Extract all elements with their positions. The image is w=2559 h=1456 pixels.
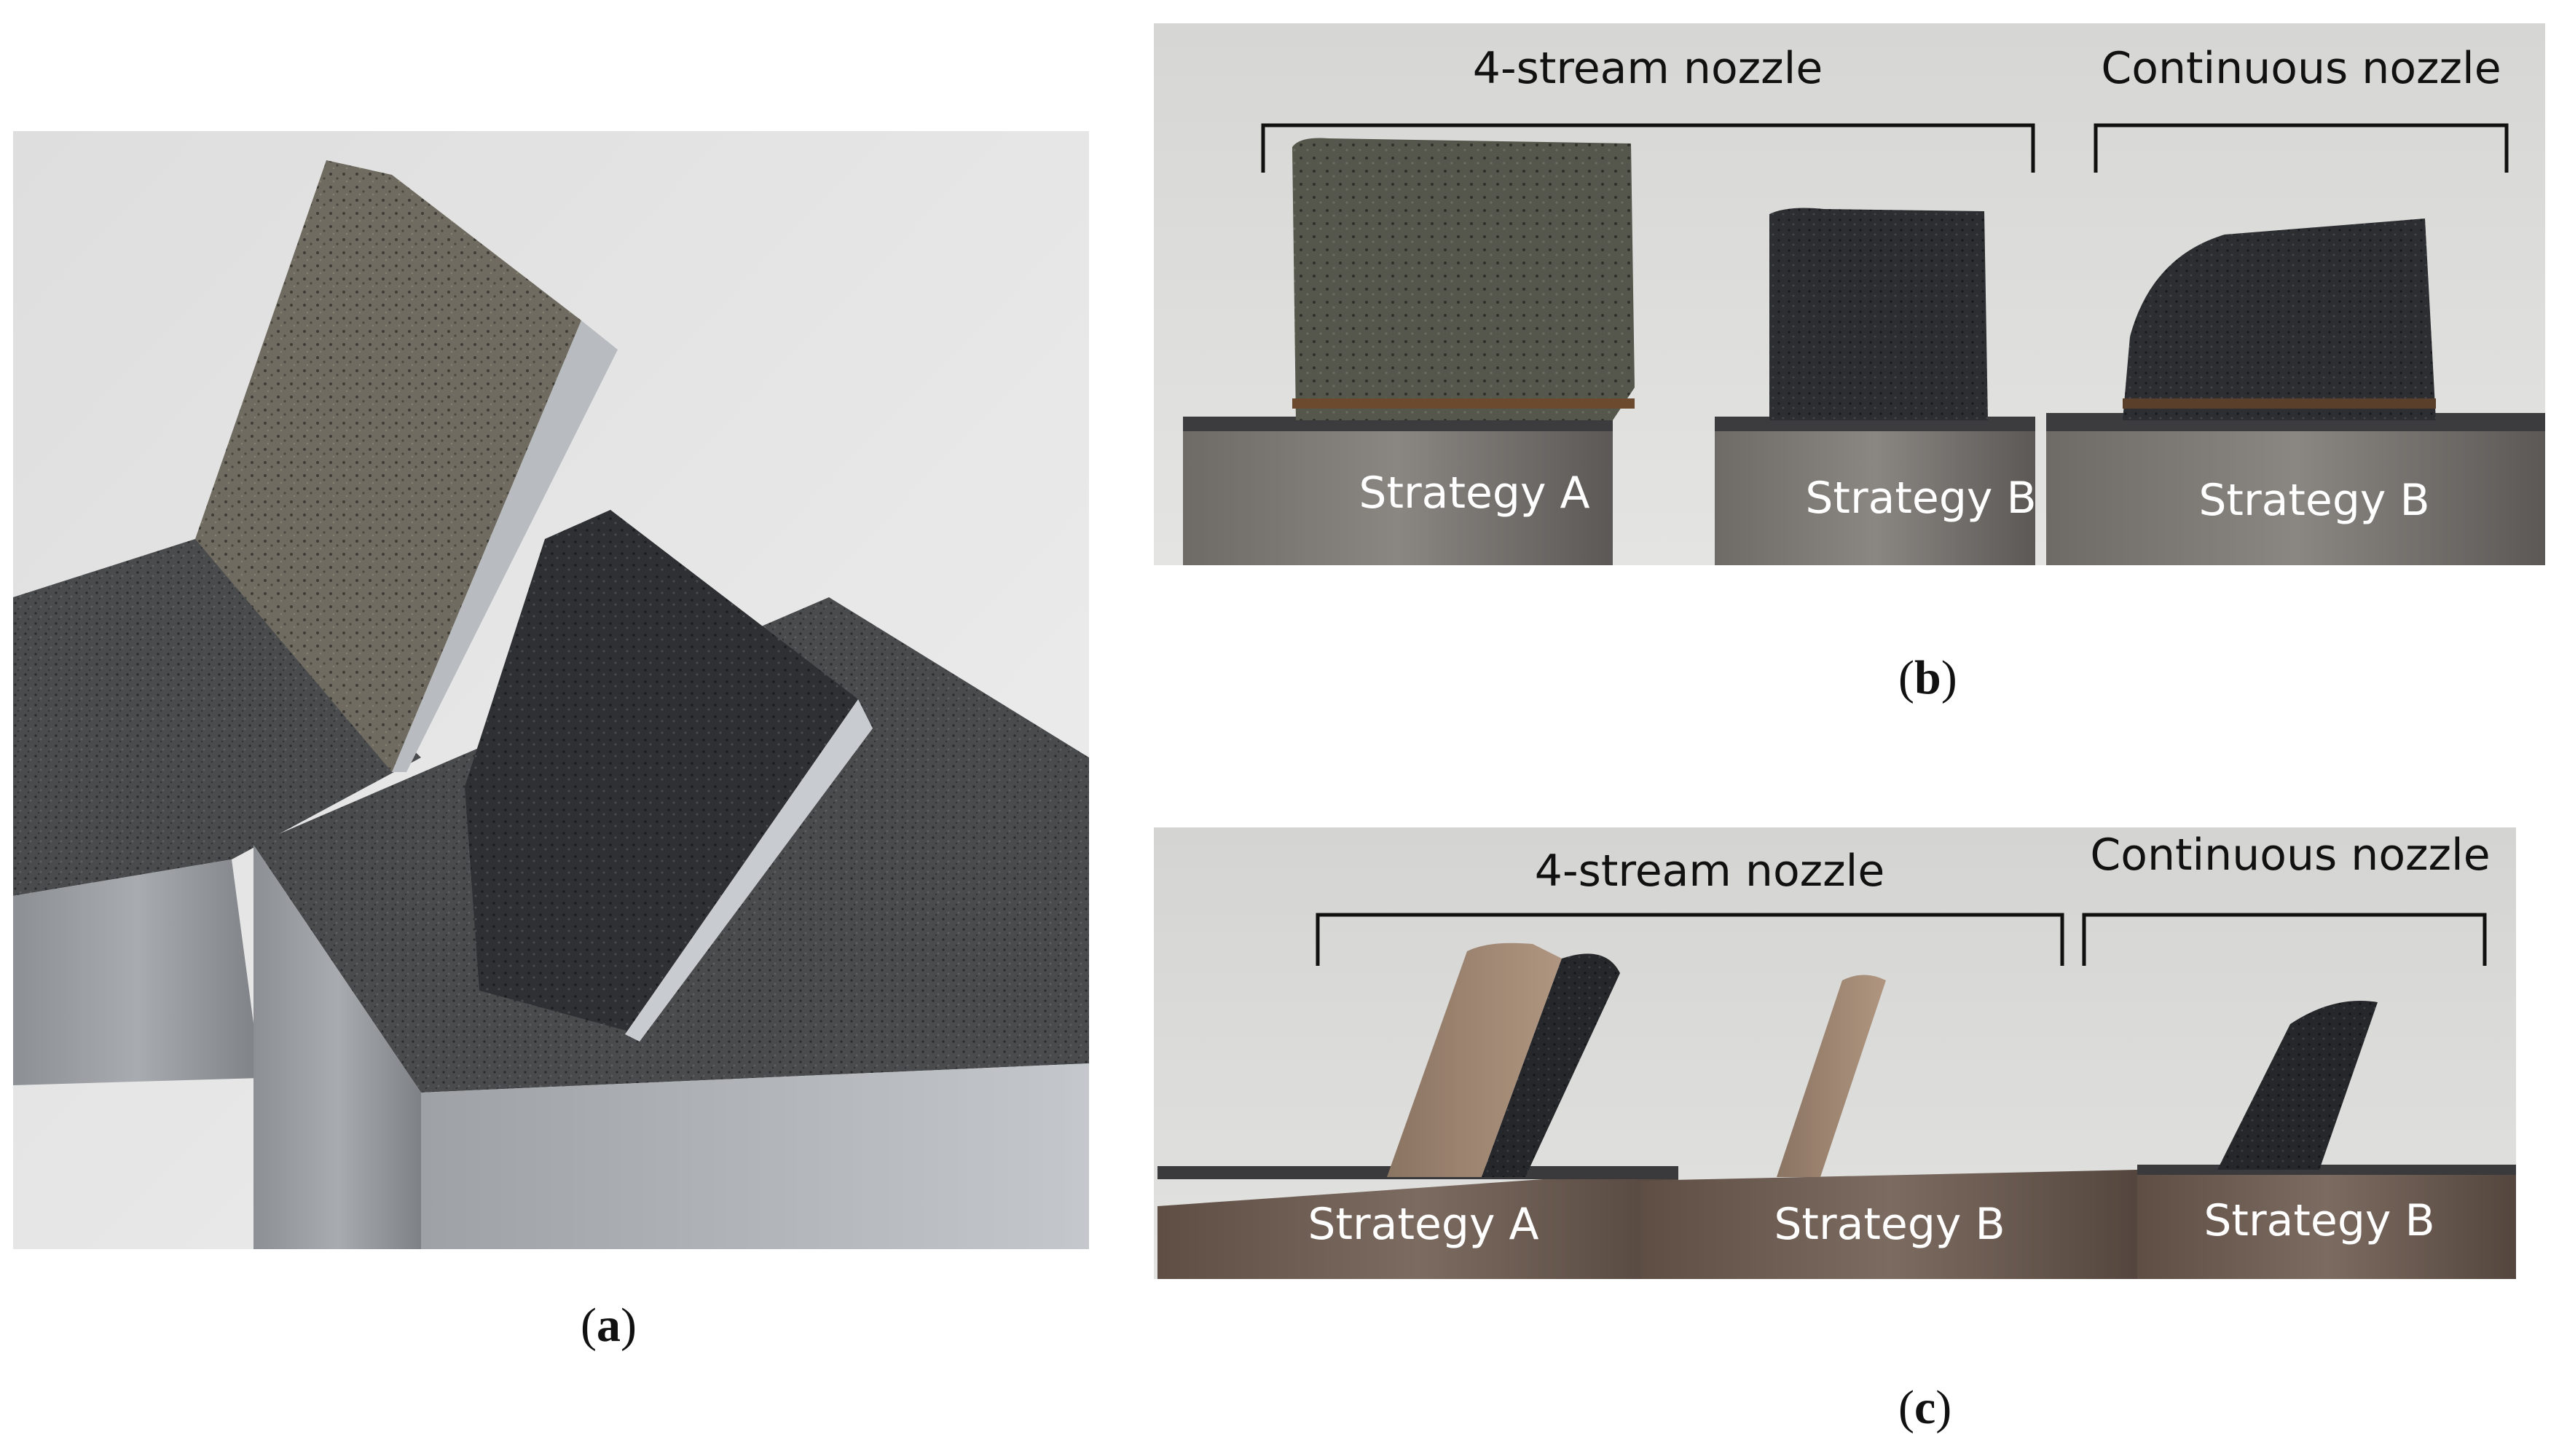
b-sample-2-label: Strategy B	[1805, 473, 2036, 524]
caption-c: (c)	[1898, 1380, 1951, 1436]
caption-b: (b)	[1898, 650, 1957, 706]
b-group-left-label: 4-stream nozzle	[1473, 43, 1823, 94]
b-sample-1-label: Strategy A	[1359, 468, 1589, 519]
caption-a-letter: a	[596, 1299, 621, 1352]
c-group-left-label: 4-stream nozzle	[1535, 846, 1884, 897]
caption-b-letter: b	[1914, 651, 1941, 704]
c-sample-2-label: Strategy B	[1774, 1199, 2005, 1250]
photo-c: 4-stream nozzle Continuous nozzle Strate…	[1154, 827, 2516, 1279]
caption-a-open: (	[581, 1299, 597, 1352]
c-sample-1-label: Strategy A	[1308, 1199, 1538, 1250]
photo-a-drawing	[13, 131, 1089, 1249]
caption-c-close: )	[1935, 1381, 1952, 1434]
photo-c-drawing: 4-stream nozzle Continuous nozzle Strate…	[1154, 827, 2516, 1279]
photo-a	[13, 131, 1089, 1249]
caption-a-close: )	[620, 1299, 637, 1352]
c-sample-3-label: Strategy B	[2204, 1195, 2434, 1246]
caption-a: (a)	[581, 1298, 637, 1353]
photo-b: 4-stream nozzle Continuous nozzle Strate…	[1154, 23, 2545, 565]
b-group-right-label: Continuous nozzle	[2101, 43, 2501, 94]
b-sample-3-label: Strategy B	[2198, 475, 2429, 526]
caption-c-open: (	[1898, 1381, 1914, 1434]
caption-c-letter: c	[1914, 1381, 1936, 1434]
c-group-right-label: Continuous nozzle	[2090, 830, 2490, 881]
caption-b-open: (	[1898, 651, 1914, 704]
photo-b-drawing: 4-stream nozzle Continuous nozzle Strate…	[1154, 23, 2545, 565]
caption-b-close: )	[1941, 651, 1957, 704]
